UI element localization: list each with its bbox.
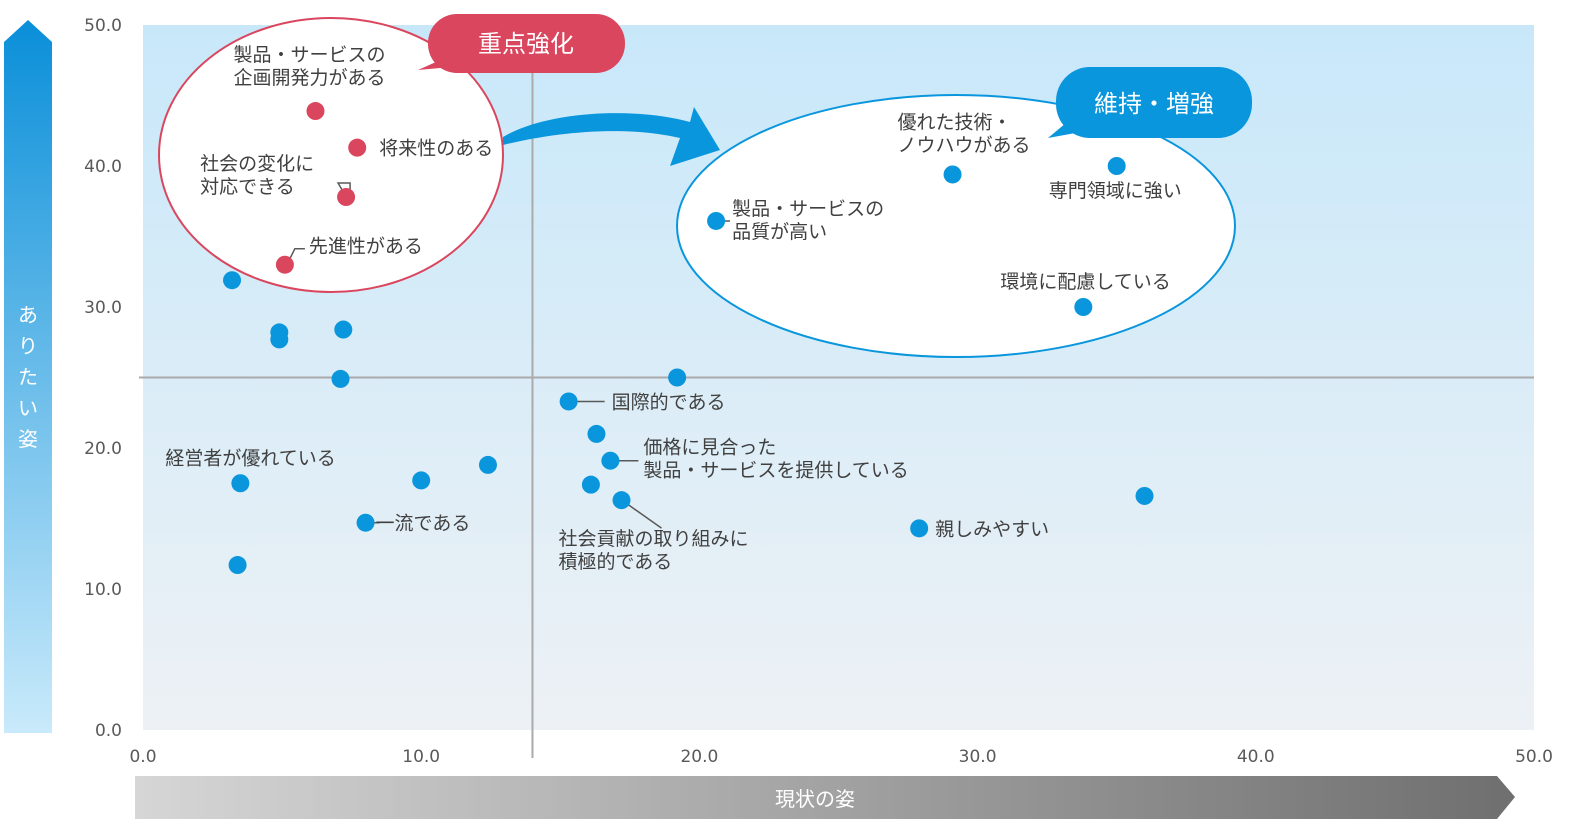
data-point (707, 211, 726, 230)
data-point (275, 255, 294, 274)
point-label: 製品・サービスの品質が高い (732, 198, 884, 243)
x-tick-label: 0.0 (129, 747, 156, 767)
data-point (270, 330, 289, 349)
y-tick-label: 10.0 (84, 580, 122, 600)
point-label: 社会貢献の取り組みに積極的である (559, 528, 749, 573)
data-point (306, 102, 325, 121)
data-point (910, 519, 929, 538)
keep-group-bubble (1056, 67, 1252, 138)
x-tick-label: 40.0 (1237, 747, 1275, 767)
data-point (1074, 298, 1093, 316)
data-point (1135, 486, 1154, 505)
data-point (943, 165, 962, 184)
y-tick-label: 50.0 (84, 16, 122, 36)
data-point (337, 188, 356, 207)
data-point (356, 513, 375, 532)
data-point (478, 455, 497, 474)
x-tick-label: 30.0 (959, 747, 997, 767)
point-label: 専門領域に強い (1049, 180, 1182, 202)
point-label: 製品・サービスの企画開発力がある (233, 44, 385, 89)
y-tick-label: 30.0 (84, 298, 122, 318)
data-point (668, 368, 687, 387)
point-label: 親しみやすい (935, 518, 1049, 540)
focus-bubble-tail (418, 58, 462, 70)
keep-group-ellipse (676, 94, 1236, 358)
focus-group-title: 重点強化 (478, 30, 574, 58)
keep-group-title: 維持・増強 (1094, 90, 1214, 118)
point-label: 優れた技術・ノウハウがある (898, 111, 1031, 156)
y-tick-label: 20.0 (84, 439, 122, 459)
y-tick-label: 0.0 (95, 721, 122, 741)
data-point (1107, 157, 1126, 175)
point-label: 先進性がある (309, 236, 423, 258)
focus-group-bubble (428, 14, 625, 73)
data-point (587, 424, 606, 443)
data-point (412, 471, 431, 490)
data-point (334, 320, 353, 339)
point-label: 国際的である (612, 391, 726, 413)
x-tick-label: 20.0 (680, 747, 718, 767)
data-point (228, 556, 247, 575)
curved-arrow (503, 107, 720, 166)
y-tick-label: 40.0 (84, 157, 122, 177)
data-point (581, 475, 600, 494)
keep-bubble-tail (1048, 118, 1092, 138)
data-point (231, 474, 250, 493)
x-axis-arrow (135, 776, 1515, 819)
focus-group-ellipse (158, 17, 504, 293)
point-label: 一流である (376, 513, 471, 535)
x-tick-label: 50.0 (1515, 747, 1553, 767)
point-label: 将来性のある (379, 138, 493, 160)
data-point (612, 491, 631, 510)
y-axis-arrow (4, 20, 52, 733)
data-point (559, 392, 578, 411)
data-point (223, 271, 242, 290)
point-label: 社会の変化に対応できる (200, 153, 314, 198)
y-axis-title: ありたい姿 (18, 303, 38, 451)
data-point (348, 138, 367, 157)
data-point (601, 451, 620, 470)
point-label: 環境に配慮している (1000, 271, 1170, 293)
x-axis-title: 現状の姿 (775, 787, 855, 811)
x-tick-label: 10.0 (402, 747, 440, 767)
point-label: 価格に見合った製品・サービスを提供している (643, 437, 908, 482)
point-label: 経営者が優れている (165, 447, 335, 469)
data-point (331, 369, 350, 388)
